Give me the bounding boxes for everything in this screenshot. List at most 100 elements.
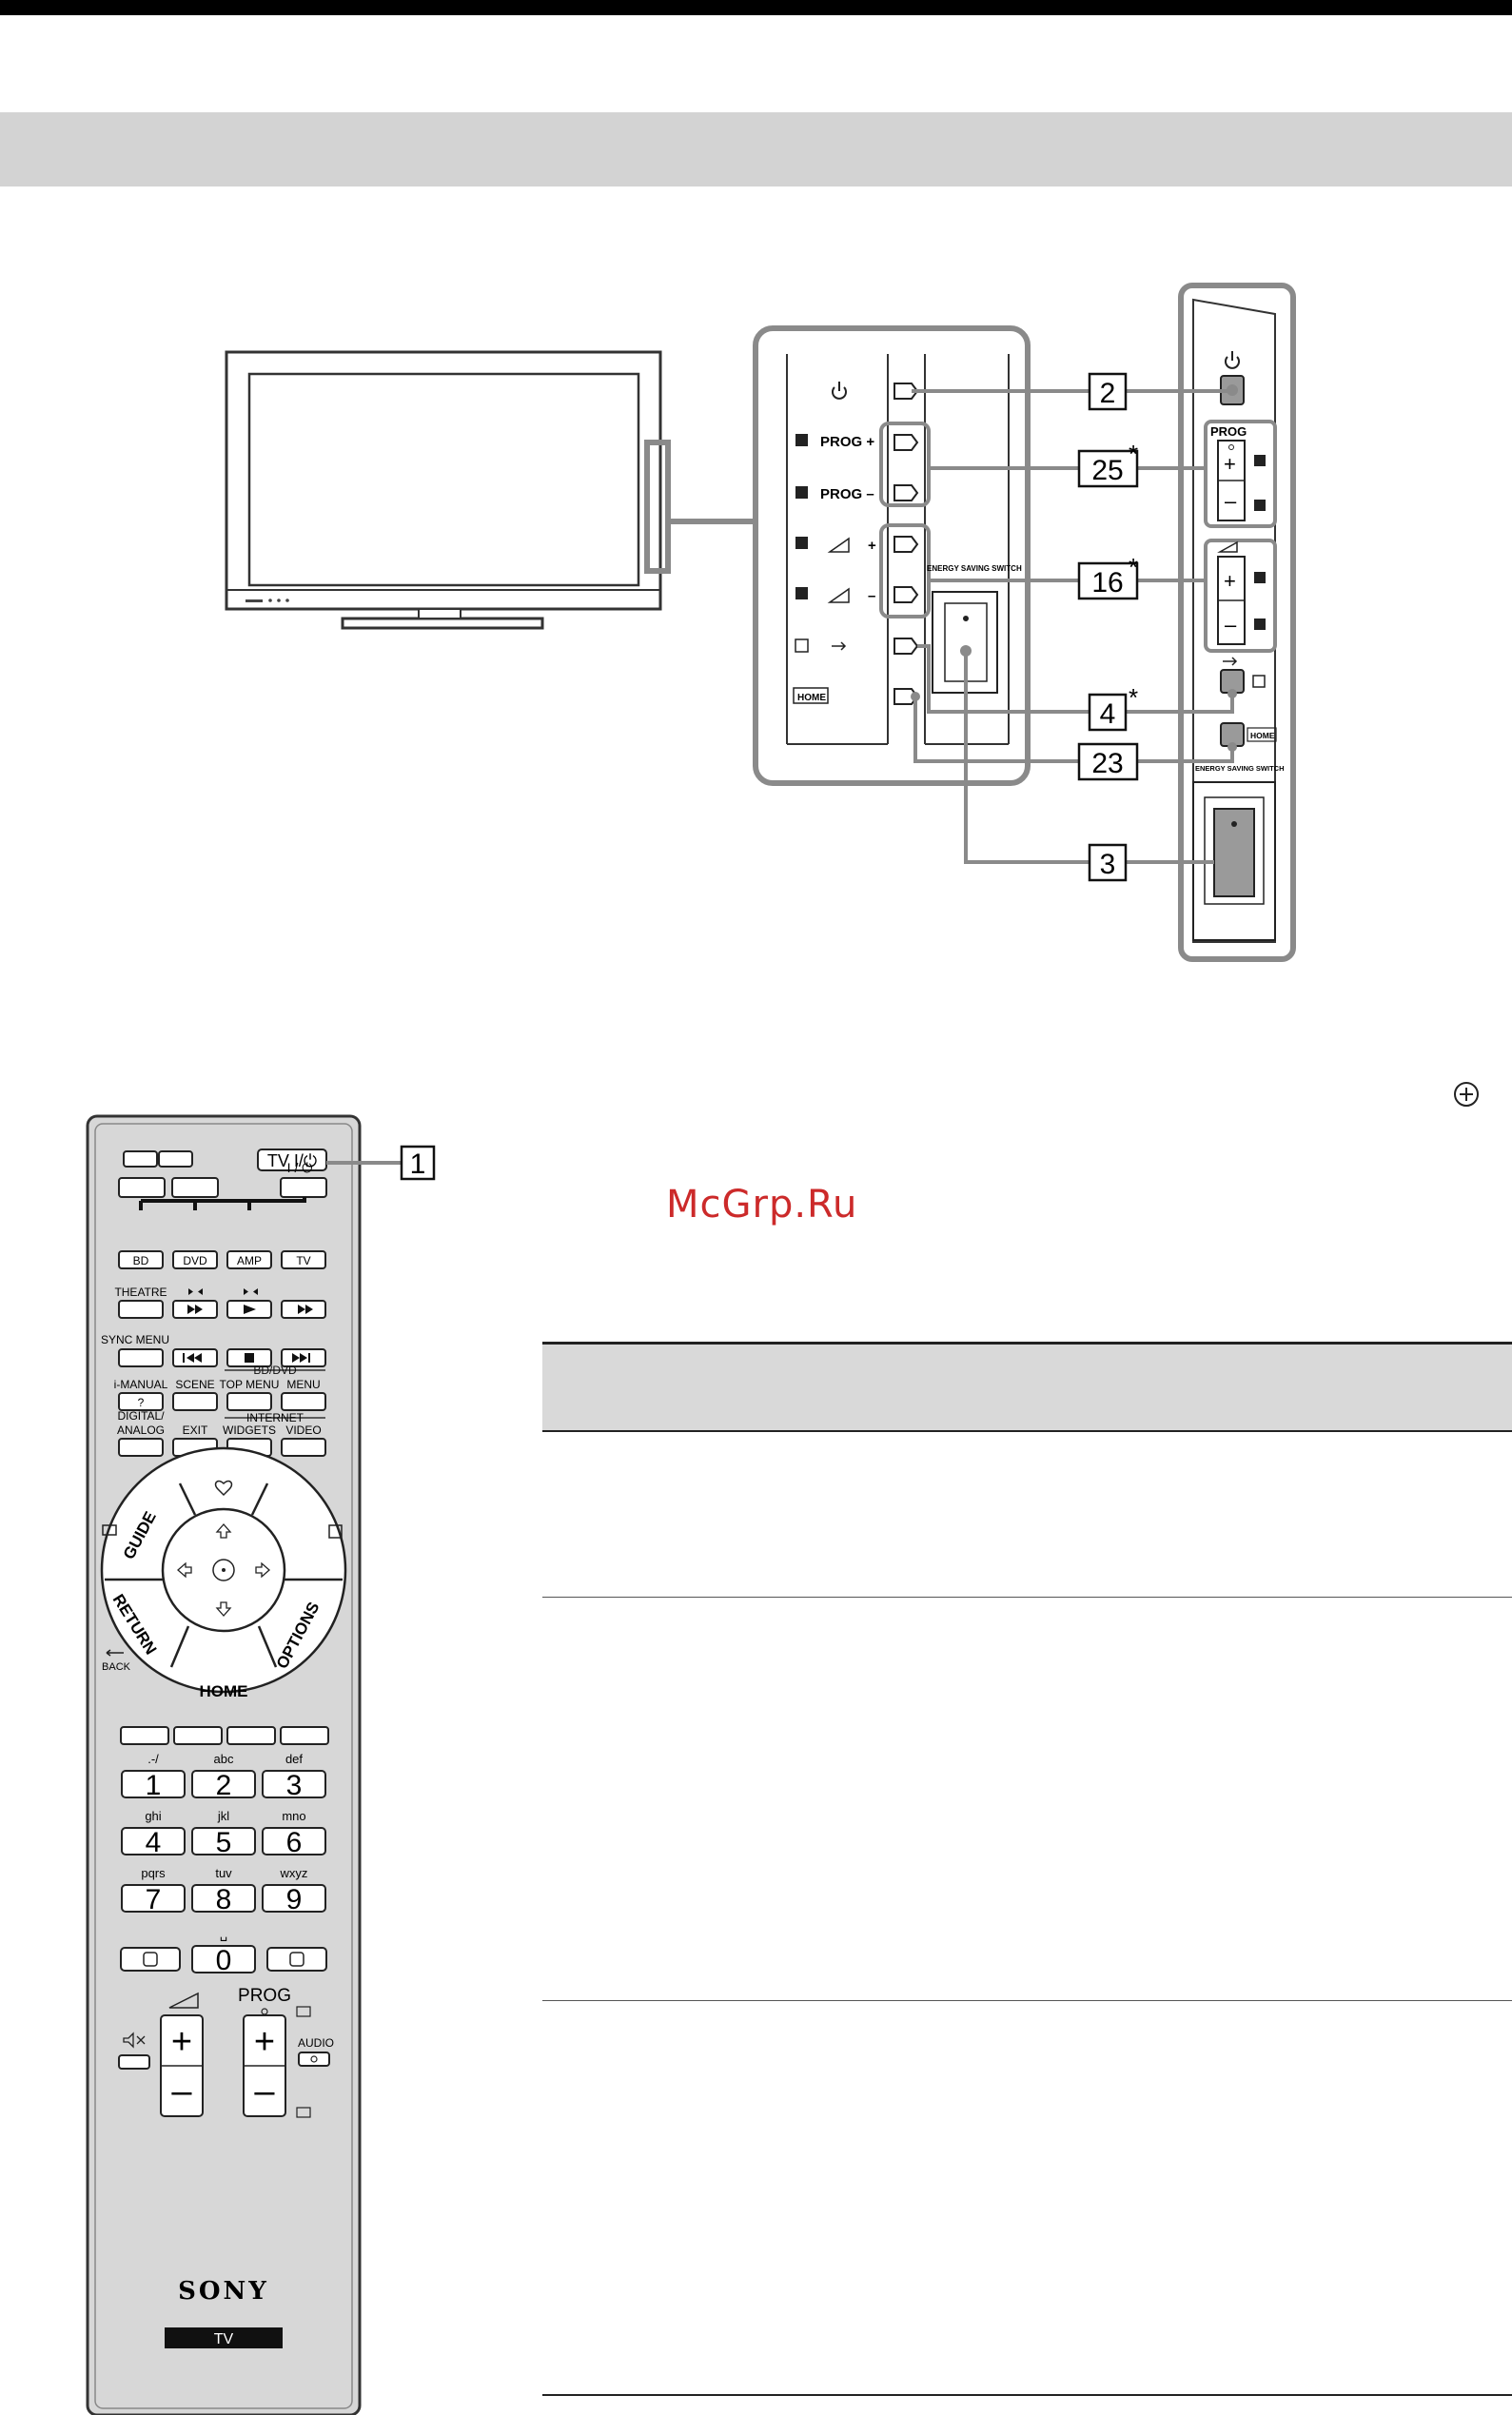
- digital-analog-key[interactable]: [118, 1438, 164, 1457]
- side-vol-highlight: [1204, 539, 1277, 653]
- subtitle-key[interactable]: [266, 1947, 327, 1972]
- watermark: McGrp.Ru: [666, 1183, 858, 1227]
- audio-key[interactable]: [298, 2052, 330, 2067]
- page-down-icon: [296, 2107, 311, 2118]
- home-label: HOME: [200, 1682, 248, 1700]
- digit-letters: wxyz: [280, 1866, 308, 1880]
- yellow-key[interactable]: [226, 1726, 276, 1745]
- side-panel-view: PROG + – + – HOME ENERGY SAVING SWITCH: [1178, 283, 1296, 962]
- table-rule: [542, 1597, 1512, 1598]
- top-menu-key[interactable]: [226, 1392, 272, 1411]
- vol-plus-label: +: [171, 2022, 192, 2062]
- power-key[interactable]: [280, 1177, 327, 1198]
- top-rule: [0, 0, 1512, 15]
- digit-key-7[interactable]: [121, 1884, 186, 1913]
- subtitle-icon: [289, 1952, 304, 1967]
- input-button[interactable]: [893, 638, 919, 655]
- volume-icon: [1217, 540, 1238, 553]
- up-arrow-icon: [215, 1523, 232, 1539]
- theatre-key[interactable]: [118, 1300, 164, 1319]
- bd-key[interactable]: [118, 1250, 164, 1269]
- video-key[interactable]: [281, 1438, 326, 1457]
- favourite-heart-icon: [214, 1480, 233, 1497]
- callout-2: 2: [1100, 378, 1116, 409]
- tv-key[interactable]: [281, 1250, 326, 1269]
- mute-key[interactable]: [118, 2054, 150, 2070]
- back-arrow-icon: [106, 1649, 124, 1657]
- digit-letters: def: [285, 1752, 303, 1766]
- vol-plus-label: +: [868, 538, 876, 554]
- digit-label: 8: [216, 1884, 232, 1915]
- prog-group-highlight: [879, 422, 931, 507]
- side-vol-minus: –: [1225, 613, 1237, 637]
- top-menu-label: TOP MENU: [220, 1378, 280, 1391]
- tv-label: TV: [296, 1254, 310, 1267]
- table-rule: [542, 1430, 1512, 1432]
- remote-top-keys: [123, 1149, 327, 1171]
- i-manual-key[interactable]: [118, 1392, 164, 1411]
- energy-switch-label: ENERGY SAVING SWITCH: [927, 564, 1022, 573]
- callout-4: 4: [1100, 698, 1116, 730]
- dvd-key[interactable]: [172, 1250, 218, 1269]
- callout-23: 23: [1091, 748, 1123, 779]
- vol-minus-button[interactable]: [893, 586, 919, 603]
- tv-badge-bg: [165, 2327, 283, 2348]
- digit-label: 4: [146, 1827, 162, 1858]
- digit-label: 2: [216, 1770, 232, 1801]
- switch-dot: [1231, 821, 1237, 827]
- digit-key-8[interactable]: [191, 1884, 256, 1913]
- scene-key[interactable]: [172, 1392, 218, 1411]
- digit-key-5[interactable]: [191, 1827, 256, 1855]
- menu-key[interactable]: [281, 1392, 326, 1411]
- tv-front-indicators: [245, 599, 289, 602]
- digit-label: 7: [146, 1884, 162, 1915]
- digit-key-0[interactable]: [191, 1945, 256, 1973]
- picture-key[interactable]: [118, 1177, 166, 1198]
- widgets-label: WIDGETS: [223, 1423, 276, 1437]
- tv-badge: TV: [214, 2331, 234, 2347]
- red-key[interactable]: [120, 1726, 169, 1745]
- power-button[interactable]: [893, 383, 919, 400]
- side-vol-plus: +: [1224, 569, 1236, 593]
- digit-label: 9: [286, 1884, 303, 1915]
- menu-label: MENU: [286, 1378, 320, 1391]
- green-key[interactable]: [173, 1726, 223, 1745]
- callout-3: 3: [1100, 849, 1116, 880]
- blue-key[interactable]: [280, 1726, 329, 1745]
- prog-plus-button[interactable]: [893, 434, 919, 451]
- digit-key-3[interactable]: [262, 1770, 326, 1798]
- digit-label: 6: [286, 1827, 303, 1858]
- teletext-key[interactable]: [120, 1947, 181, 1972]
- transport-symbols: [183, 1288, 313, 1363]
- asterisk-16: *: [1129, 553, 1138, 581]
- wide-key[interactable]: [171, 1177, 219, 1198]
- digit-key-2[interactable]: [191, 1770, 256, 1798]
- digit-key-9[interactable]: [262, 1884, 326, 1913]
- teletext-keys: [120, 1947, 327, 1972]
- side-prog-highlight: [1204, 420, 1277, 528]
- callout-16: 16: [1091, 567, 1123, 599]
- tv-power-key[interactable]: [257, 1149, 327, 1171]
- digit-letters: ghi: [145, 1809, 161, 1823]
- asterisk-4: *: [1129, 683, 1138, 712]
- prog-minus-button[interactable]: [893, 484, 919, 501]
- vol-plus-button[interactable]: [893, 536, 919, 553]
- video-label: VIDEO: [285, 1423, 321, 1437]
- amp-key[interactable]: [226, 1250, 272, 1269]
- leader-endpoints: [911, 384, 1238, 752]
- page-up-icon: [296, 2006, 311, 2017]
- input-key[interactable]: [123, 1150, 158, 1168]
- enter-icon: [795, 638, 809, 653]
- sync-menu-key[interactable]: [118, 1348, 164, 1367]
- bd-dvd-label: BD/DVD: [253, 1364, 297, 1377]
- prog-minus-label: PROG –: [820, 486, 874, 502]
- freeze-key[interactable]: [158, 1150, 193, 1168]
- audio-label: AUDIO: [298, 2036, 334, 2050]
- volume-icon: [168, 1992, 199, 2009]
- digit-label: 5: [216, 1827, 232, 1858]
- digit-key-6[interactable]: [262, 1827, 326, 1855]
- digit-key-1[interactable]: [121, 1770, 186, 1798]
- vol-group-highlight: [879, 523, 931, 618]
- digit-key-4[interactable]: [121, 1827, 186, 1855]
